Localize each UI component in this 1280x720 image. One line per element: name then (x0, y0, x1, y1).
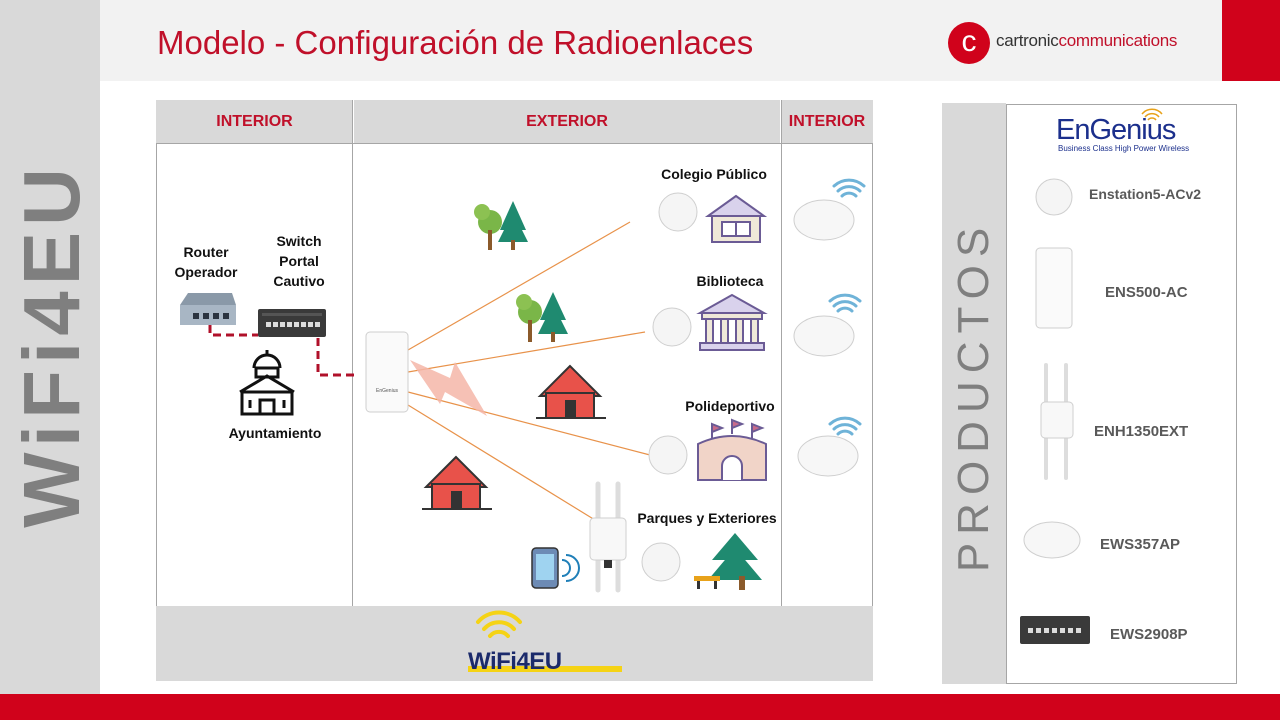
header-exterior: EXTERIOR (354, 100, 780, 144)
parques-label: Parques y Exteriores (637, 510, 777, 526)
products-title: PRODUCTOS (949, 219, 998, 573)
product-name: EWS357AP (1100, 536, 1181, 553)
link-polideportivo (407, 391, 651, 456)
house-icon (422, 455, 492, 510)
wifi-icon (828, 178, 866, 436)
access-point-icon (589, 481, 627, 593)
access-point-icon (793, 199, 859, 477)
phone-icon (531, 547, 580, 589)
city-hall-icon (239, 350, 295, 416)
polideportivo-label: Polideportivo (685, 398, 775, 414)
product-name: EWS2908P (1110, 626, 1188, 643)
svg-text:EnGenius: EnGenius (376, 388, 398, 394)
company-logo-letter: c (961, 25, 977, 58)
wifi4eu-logo-text: WiFi4EU (468, 648, 562, 675)
link-parques (407, 404, 596, 521)
trees-icon (708, 533, 762, 590)
header-red-block (1222, 0, 1280, 81)
product-images (1020, 178, 1090, 644)
product-ens500-icon (1035, 247, 1073, 329)
bench-icon (694, 576, 720, 589)
company-logo-mark (948, 22, 990, 64)
lightning-icon (410, 360, 487, 416)
wifi-icon (476, 610, 522, 638)
stadium-icon (697, 418, 767, 481)
logo-text-part1: cartronic (996, 31, 1059, 50)
wifi-icon (1141, 108, 1163, 121)
radio-link-lines (407, 221, 651, 521)
colegio-label: Colegio Público (661, 166, 767, 182)
slide-title: Modelo - Configuración de Radioenlaces (157, 24, 754, 61)
footer-red-band (0, 694, 1280, 720)
product-enh1350-icon (1040, 363, 1074, 480)
product-name: Enstation5-ACv2 (1089, 186, 1202, 202)
header-interior-right: INTERIOR (781, 100, 873, 144)
wifi4eu-logo-bar (468, 666, 622, 672)
left-side-band (0, 0, 100, 694)
router-icon (180, 293, 236, 325)
logo-text-part2: communications (1058, 31, 1178, 50)
divider (156, 144, 157, 606)
header-band (100, 0, 1222, 81)
library-icon (696, 293, 768, 351)
biblioteca-label: Biblioteca (696, 273, 764, 289)
product-enstation-icon (1035, 178, 1073, 216)
link-biblioteca (407, 331, 646, 373)
trees-icon (474, 201, 528, 250)
company-logo-text: cartroniccommunications (996, 31, 1177, 51)
engenius-tagline: Business Class High Power Wireless (1058, 144, 1190, 153)
product-name: ENH1350EXT (1094, 423, 1189, 440)
ayuntamiento-label: Ayuntamiento (228, 425, 322, 441)
divider (156, 143, 873, 144)
wired-links (208, 325, 356, 377)
product-name: ENS500-AC (1105, 284, 1188, 301)
divider (352, 100, 353, 606)
router-label: Router Operador (174, 244, 238, 280)
divider (872, 144, 873, 606)
switch-icon (258, 309, 326, 337)
header-interior-left: INTERIOR (156, 100, 353, 144)
trees-icon (516, 292, 568, 342)
products-side-band (942, 103, 1006, 684)
house-icon (536, 364, 606, 419)
product-ews357ap-icon (1023, 521, 1081, 559)
school-icon (704, 194, 768, 243)
engenius-logo: EnGenius (1056, 114, 1176, 146)
radio-link-icon: EnGenius (365, 331, 409, 413)
product-ews2908p-icon (1020, 616, 1090, 644)
link-colegio (407, 221, 631, 351)
switch-label: Switch Portal Cautivo (273, 233, 325, 289)
access-point-icon (641, 192, 698, 582)
divider (781, 100, 782, 606)
